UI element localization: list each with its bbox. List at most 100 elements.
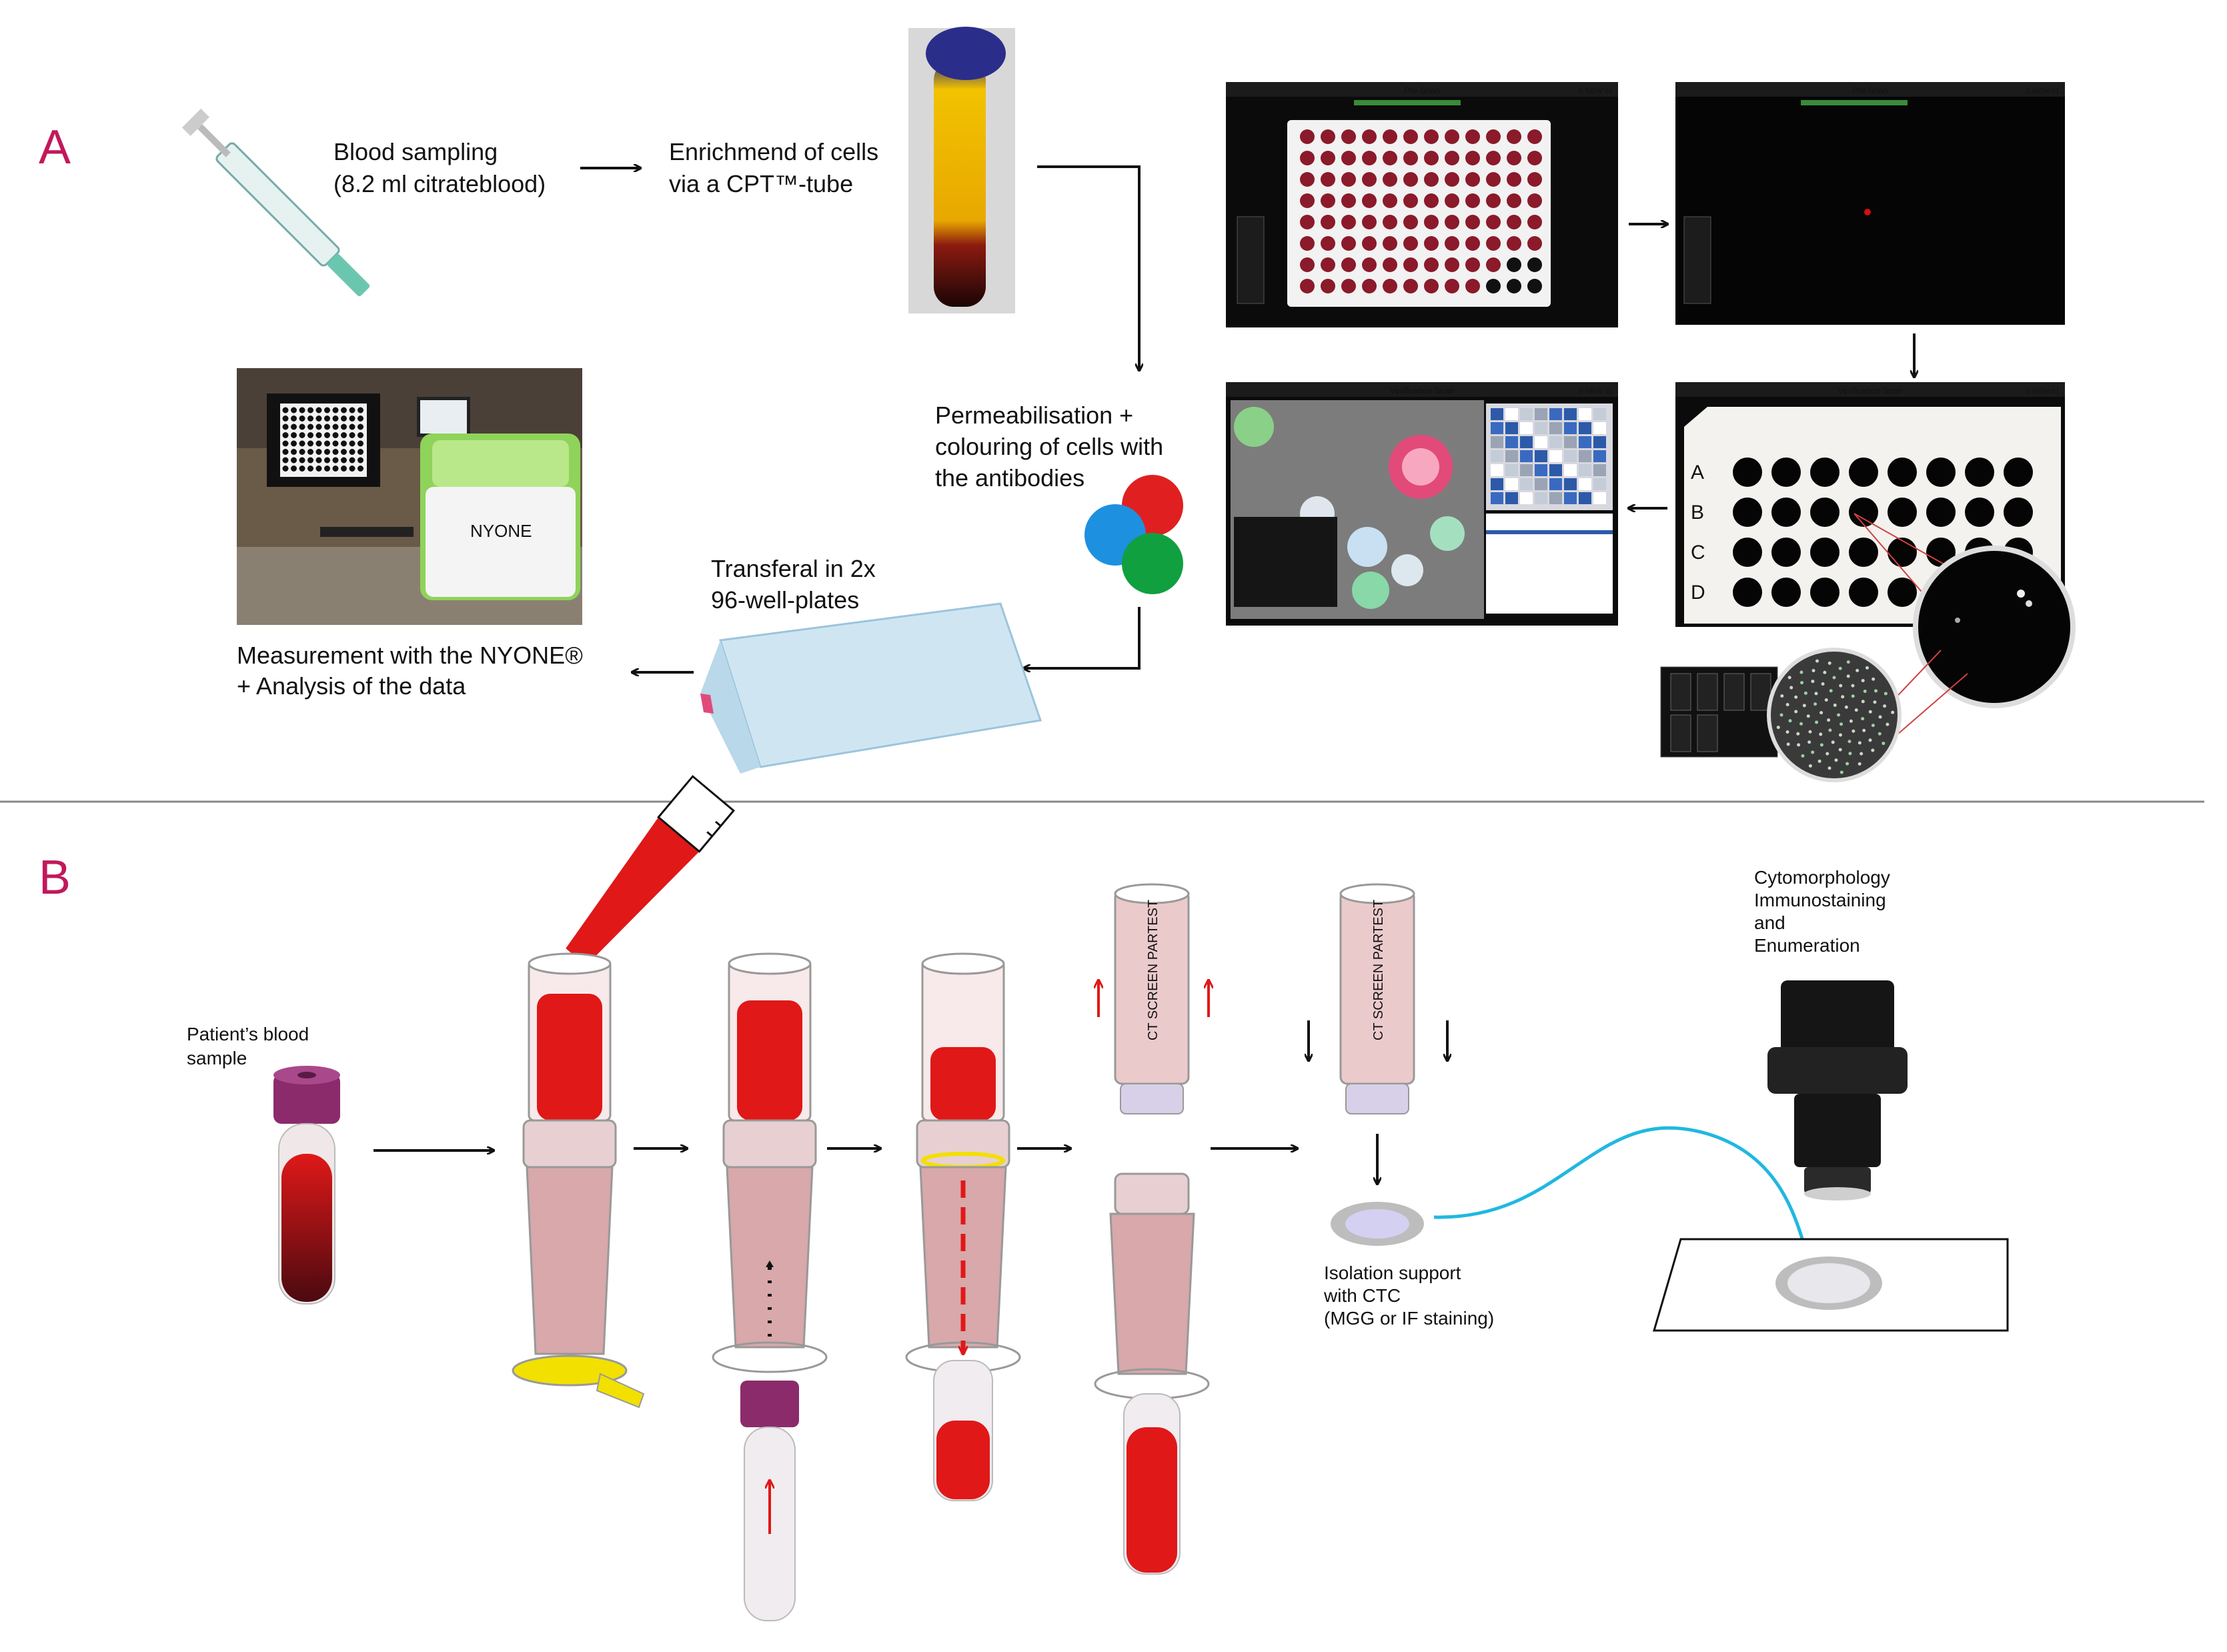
heatmap-cell — [1535, 464, 1547, 476]
plate-well — [1486, 236, 1501, 251]
speckle — [1825, 752, 1829, 756]
plate-well — [1321, 129, 1335, 144]
speckle — [1819, 711, 1823, 715]
plate-well — [1424, 193, 1439, 208]
speckle — [1839, 684, 1843, 688]
monitor-well — [324, 457, 330, 464]
plate-well — [1486, 279, 1501, 293]
plate-well — [1362, 193, 1377, 208]
magnified-well — [1913, 546, 2076, 708]
monitor-well — [315, 416, 322, 422]
monitor-well — [324, 407, 330, 414]
plate-well — [1341, 129, 1356, 144]
speckle — [1799, 722, 1803, 726]
permeabilisation-line2: colouring of cells with — [935, 433, 1163, 460]
plate-well — [1465, 193, 1480, 208]
verification-header-right: S NEW 01 — [1579, 387, 1613, 395]
speckle — [1788, 719, 1792, 723]
monitor-well — [299, 424, 305, 430]
heatmap-cell — [1491, 478, 1503, 490]
plate-well — [1300, 193, 1315, 208]
zoom-well — [1849, 538, 1878, 567]
plate-well — [1300, 129, 1315, 144]
syringe-icon — [181, 108, 370, 297]
blood-sampling-line2: (8.2 ml citrateblood) — [333, 170, 546, 197]
monitor-well — [299, 432, 305, 438]
monitor-well — [332, 432, 339, 438]
plate-well — [1527, 257, 1542, 272]
speckle — [1872, 677, 1876, 681]
plate-well — [1403, 215, 1418, 229]
plate-well — [1403, 279, 1418, 293]
monitor-well — [357, 416, 363, 422]
plate-well — [1403, 151, 1418, 165]
plate-row-b: B — [1691, 502, 1704, 524]
prescan-title: Pre Scan — [1404, 85, 1439, 95]
monitor-well — [291, 416, 297, 422]
monitor-well — [332, 407, 339, 414]
plate-well — [1486, 215, 1501, 229]
speckle — [1838, 666, 1842, 670]
plate-well — [1321, 151, 1335, 165]
speckle — [1891, 710, 1895, 714]
plate-well — [1507, 257, 1521, 272]
speckle — [1776, 726, 1780, 730]
scan2-title: Pre Scan — [1852, 85, 1888, 95]
plate-well — [1383, 151, 1397, 165]
zoom-well — [1733, 578, 1762, 607]
zoom-well — [1849, 458, 1878, 487]
monitor-well — [324, 424, 330, 430]
speckle — [1785, 730, 1789, 734]
speckle — [1808, 764, 1812, 768]
speckle — [1871, 724, 1875, 728]
transfer-curve-arrow — [1433, 1126, 1807, 1257]
speckle — [1794, 695, 1798, 699]
monitor-well — [341, 424, 347, 430]
heatmap-cell — [1505, 492, 1518, 504]
plate-well — [1341, 151, 1356, 165]
speckle — [1785, 703, 1789, 707]
plate-well — [1527, 151, 1542, 165]
monitor-well — [349, 407, 355, 414]
scan2-header-right: S NEW 01 — [2026, 87, 2060, 95]
monitor-well — [324, 432, 330, 438]
prescan-screen: Pre Scan S NEW 01 — [1226, 82, 1618, 327]
speckle — [1886, 722, 1890, 726]
plate-well — [1445, 172, 1459, 187]
monitor-well — [282, 457, 289, 464]
heatmap-cell — [1505, 478, 1518, 490]
speckle — [1802, 704, 1806, 708]
monitor-well — [315, 457, 322, 464]
plate-well — [1424, 279, 1439, 293]
monitor-well — [307, 449, 313, 455]
heatmap-cell — [1579, 478, 1591, 490]
speckle — [1811, 669, 1815, 673]
speckle — [1824, 698, 1828, 702]
plate-well — [1403, 172, 1418, 187]
verification-heatmap — [1491, 408, 1606, 504]
speckle — [1868, 738, 1872, 742]
panel-b-letter: B — [39, 851, 71, 904]
plate-well — [1321, 215, 1335, 229]
plate-well — [1527, 279, 1542, 293]
monitor-well — [291, 440, 297, 447]
speckle — [1823, 670, 1827, 674]
monitor-well — [341, 407, 347, 414]
speckle — [1874, 689, 1878, 693]
zoom-well — [1849, 578, 1878, 607]
heatmap-cell — [1491, 422, 1503, 434]
speckle — [1862, 728, 1866, 732]
monitor-well — [349, 449, 355, 455]
monitor-well — [357, 424, 363, 430]
heatmap-cell — [1549, 492, 1562, 504]
prescan-plate — [1300, 129, 1542, 293]
heatmap-cell — [1505, 436, 1518, 448]
microscopy-line3: and — [1754, 912, 1785, 933]
monitor-well — [324, 440, 330, 447]
monitor-well — [315, 440, 322, 447]
monitor-well — [332, 424, 339, 430]
heatmap-cell — [1491, 450, 1503, 462]
speckle — [1827, 766, 1831, 770]
panel-b: B Patient’s blood sample — [39, 774, 2009, 1621]
heatmap-cell — [1491, 408, 1503, 420]
